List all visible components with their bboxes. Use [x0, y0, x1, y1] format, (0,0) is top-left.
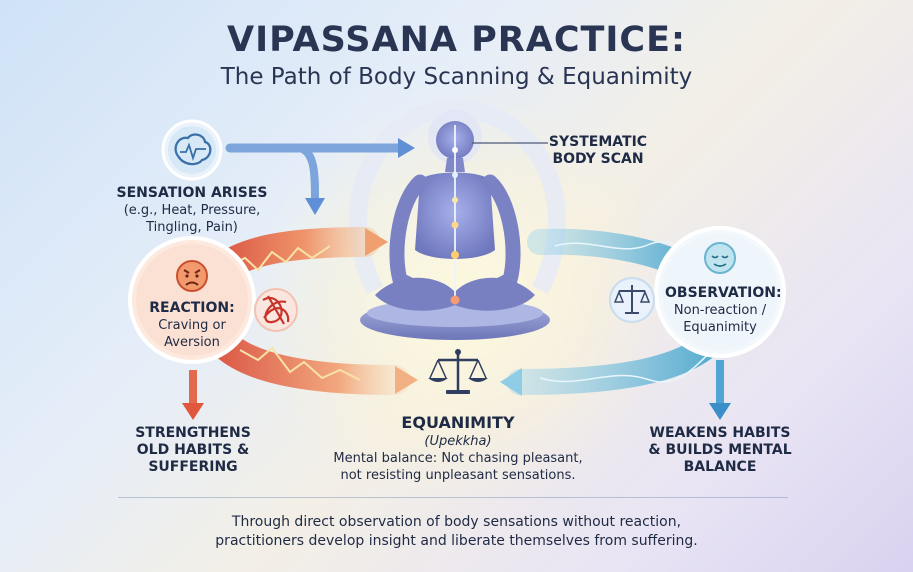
equanimity-desc-2: not resisting unpleasant sensations.: [340, 468, 576, 483]
angry-face-icon: [176, 260, 208, 292]
calm-face-icon: [704, 242, 736, 274]
balance-scale-icon: [428, 349, 488, 394]
strengthens-line-1: STRENGTHENS: [135, 425, 251, 441]
observation-label: OBSERVATION: Non-reaction / Equanimity: [665, 285, 782, 336]
body-scan-label: SYSTEMATIC BODY SCAN: [548, 134, 648, 168]
tangle-icon: [254, 288, 298, 332]
footer-line-2: practitioners develop insight and libera…: [215, 533, 698, 549]
weakens-line-3: BALANCE: [683, 459, 757, 475]
blue-arrow-top-head: [398, 138, 415, 158]
reaction-line-1: Craving or: [158, 318, 226, 333]
observation-line-1: Non-reaction /: [673, 303, 767, 318]
awareness-arc: [349, 98, 566, 295]
weakens-line-1: WEAKENS HABITS: [649, 425, 791, 441]
teal-wave-lower: [539, 347, 716, 383]
reaction-circle: [128, 236, 256, 364]
equanimity-desc-1: Mental balance: Not chasing pleasant,: [333, 451, 583, 466]
strengthens-line-3: SUFFERING: [148, 459, 238, 475]
sensation-heading: SENSATION ARISES: [116, 185, 268, 201]
teal-arrow-down-head: [709, 403, 731, 420]
balance-scale-small-icon: [609, 277, 655, 323]
body-scan-line1: SYSTEMATIC: [548, 134, 648, 150]
reaction-label: REACTION: Craving or Aversion: [142, 300, 242, 351]
meditating-figure: [360, 110, 550, 340]
weakens-line-2: & BUILDS MENTAL: [648, 442, 792, 458]
reaction-heading: REACTION:: [149, 300, 235, 316]
equanimity-heading: EQUANIMITY: [401, 413, 515, 432]
brain-icon: [161, 119, 223, 181]
body-scan-line2: BODY SCAN: [552, 151, 644, 167]
observation-circle: [654, 226, 786, 358]
blue-arrow-down: [298, 144, 319, 201]
divider: [118, 497, 788, 498]
observation-heading: OBSERVATION:: [665, 285, 782, 301]
teal-flow-lower-head: [500, 368, 522, 396]
weakens-label: WEAKENS HABITS & BUILDS MENTAL BALANCE: [645, 425, 795, 476]
footer: Through direct observation of body sensa…: [60, 513, 853, 551]
red-flow-upper-head: [365, 228, 388, 256]
red-arrow-down-head: [182, 403, 204, 420]
red-flow-lower-head: [395, 366, 418, 394]
blue-arrow-down-head: [305, 198, 325, 215]
sensation-detail-2: Tingling, Pain): [146, 220, 238, 235]
reaction-line-2: Aversion: [164, 335, 220, 350]
sensation-detail-1: (e.g., Heat, Pressure,: [123, 203, 261, 218]
zigzag-upper: [224, 245, 331, 272]
page-title: VIPASSANA PRACTICE:: [227, 20, 686, 60]
zigzag-lower: [239, 346, 361, 381]
observation-line-2: Equanimity: [683, 320, 757, 335]
page-subtitle: The Path of Body Scanning & Equanimity: [220, 64, 693, 90]
equanimity-label: EQUANIMITY (Upekkha) Mental balance: Not…: [308, 413, 608, 484]
sensation-label: SENSATION ARISES (e.g., Heat, Pressure, …: [92, 185, 292, 236]
strengthens-line-2: OLD HABITS &: [136, 442, 250, 458]
strengthens-label: STRENGTHENS OLD HABITS & SUFFERING: [128, 425, 258, 476]
equanimity-pali: (Upekkha): [424, 434, 492, 449]
footer-line-1: Through direct observation of body sensa…: [231, 514, 682, 530]
